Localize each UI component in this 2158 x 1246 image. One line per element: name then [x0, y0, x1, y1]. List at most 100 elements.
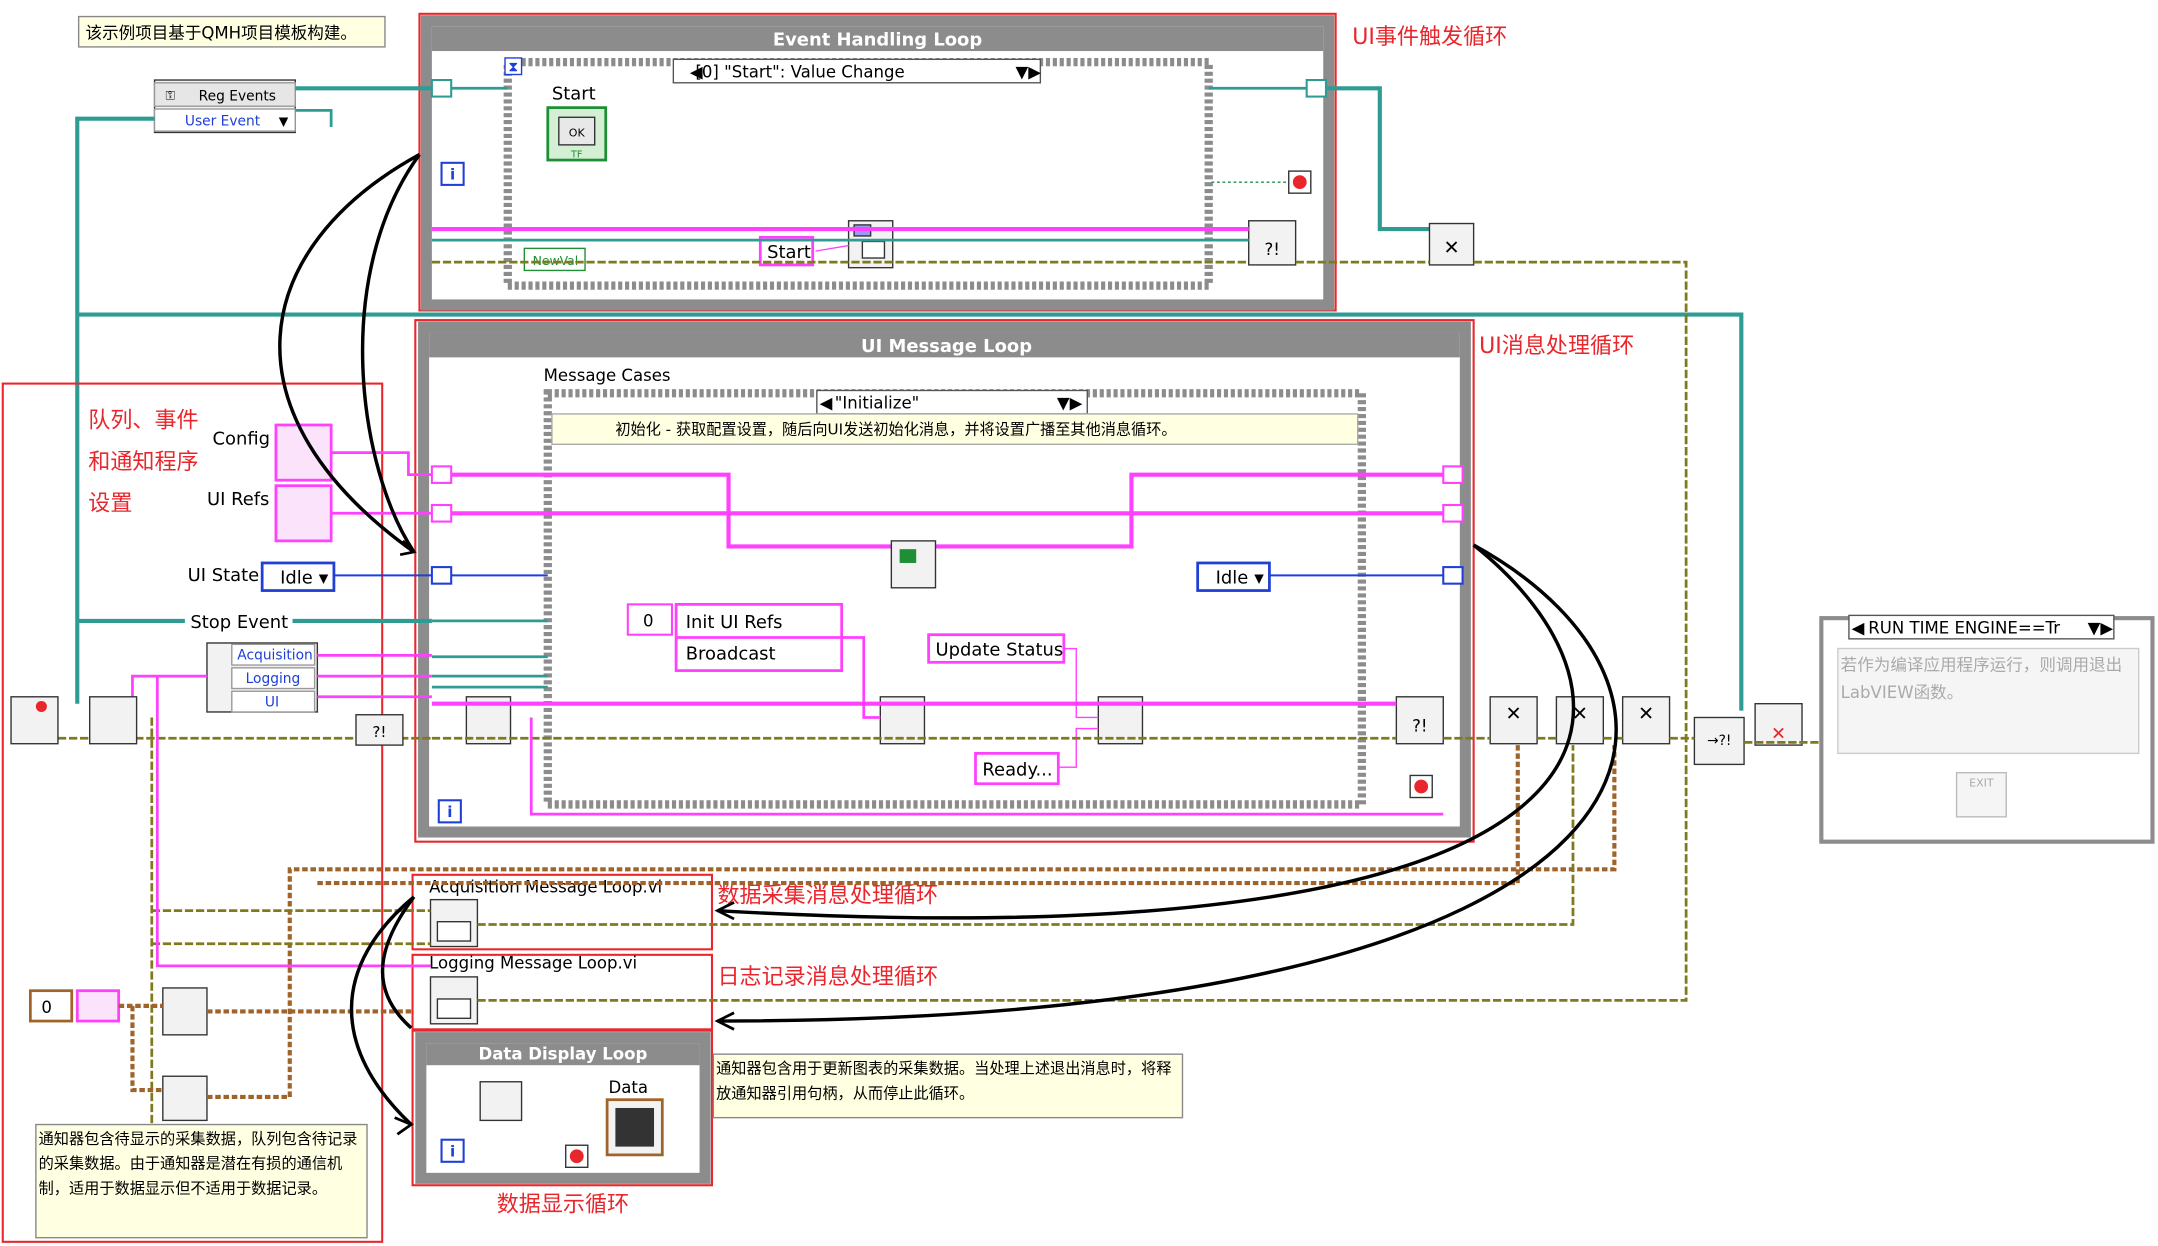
setup-area: 队列、事件 和通知程序 设置 Config UI Refs UI State I… [1, 382, 1617, 1243]
ui-message-loop[interactable]: UI Message Loop Message Cases ◀ "Initial… [414, 319, 1634, 843]
event-case-selector[interactable]: [0] "Start": Value Change [695, 62, 904, 81]
release-queue-node[interactable] [1555, 696, 1605, 745]
destroy-event-node[interactable]: ✕ [1428, 222, 1475, 266]
start-string-const[interactable] [758, 235, 815, 267]
release-notifier-node[interactable] [1621, 696, 1671, 745]
start-string-text: Start [767, 242, 811, 263]
hourglass-icon [504, 57, 523, 76]
svg-text:✕: ✕ [1506, 702, 1522, 725]
arrow-to-data-display [349, 895, 416, 1126]
data-label: Data [608, 1078, 648, 1097]
acquisition-annotation: 数据采集消息处理循环 [717, 883, 938, 908]
notifier-icon[interactable] [162, 1075, 208, 1122]
notifier-comment: 通知器包含用于更新图表的采集数据。当处理上述退出消息时，将释放通知器引用句柄，从… [716, 1059, 1172, 1103]
svg-text:→?!: →?! [1707, 733, 1731, 749]
svg-text:▼: ▼ [319, 570, 329, 585]
arrow-event-to-setup [278, 153, 421, 554]
svg-text:?!: ?! [372, 723, 386, 741]
event-handling-loop[interactable]: Event Handling Loop ◀ [0] "Start": Value… [418, 12, 1507, 312]
ok-label: OK [569, 127, 586, 140]
bottom-comment: 通知器包含待显示的采集数据，队列包含待记录的采集数据。由于通知器是潜在有损的通信… [38, 1130, 358, 1198]
runtime-comment: 若作为编译应用程序运行，则调用退出LabVIEW函数。 [1840, 655, 2123, 703]
runtime-selector[interactable]: RUN TIME ENGINE==Tr [1868, 618, 2060, 637]
obtain-queue-node[interactable] [162, 987, 208, 1036]
release-queue-node[interactable] [1489, 696, 1538, 745]
destroy-event-node[interactable] [1754, 703, 1803, 746]
exit-icon[interactable] [1955, 771, 2007, 818]
svg-text:⚿: ⚿ [166, 87, 175, 102]
svg-text:◀: ◀ [820, 393, 833, 412]
setup-annotation-line2: 和通知程序 [88, 450, 198, 475]
message-cases-label: Message Cases [544, 366, 671, 385]
reg-events-node[interactable]: ⚿ Reg Events User Event ▼ [153, 79, 296, 134]
iteration-icon [437, 799, 462, 824]
ui-case-selector[interactable]: "Initialize" [835, 393, 919, 412]
cluster-item-ui: UI [265, 694, 279, 710]
ui-loop-title: UI Message Loop [861, 336, 1032, 357]
acquisition-subvi[interactable]: Acquisition Message Loop.vi 数据采集消息处理循环 [411, 873, 939, 951]
svg-text:▼▶: ▼▶ [1057, 393, 1083, 412]
case-structure [543, 389, 1367, 809]
newval-label: NewVal [533, 253, 579, 268]
logging-annotation: 日志记录消息处理循环 [717, 965, 938, 990]
svg-text:▼▶: ▼▶ [2088, 618, 2114, 637]
cluster-item-acquisition: Acquisition [237, 648, 312, 664]
start-label: Start [552, 83, 596, 104]
svg-text:▼: ▼ [1254, 570, 1264, 585]
tf-label: TF [570, 149, 582, 160]
cluster-item-logging: Logging [246, 671, 301, 687]
data-display-annotation: 数据显示循环 [497, 1192, 629, 1217]
svg-text:?!: ?! [1412, 716, 1427, 735]
idle-right-text: Idle [1216, 568, 1249, 589]
bundle-node[interactable] [890, 540, 937, 589]
data-display-loop[interactable]: Data Display Loop Data i 数据显示循环 [411, 1029, 714, 1218]
queue-icon[interactable] [88, 696, 138, 745]
iteration-icon [440, 161, 465, 186]
svg-text:✕: ✕ [1443, 236, 1459, 259]
merge-errors-node[interactable] [355, 714, 404, 746]
acquisition-label: Acquisition Message Loop.vi [429, 878, 662, 897]
config-label: Config [212, 428, 270, 449]
svg-text:?!: ?! [1264, 240, 1279, 259]
ui-state-label: UI State [188, 565, 260, 586]
update-status-const[interactable] [927, 633, 1066, 664]
svg-text:i: i [447, 803, 452, 821]
idle-left-const[interactable] [260, 561, 336, 592]
svg-text:✕: ✕ [1572, 702, 1588, 725]
ui-refs-subvi[interactable] [274, 484, 333, 543]
runtime-case-structure[interactable]: ◀ RUN TIME ENGINE==Tr ▼▶ 若作为编译应用程序运行，则调用… [1819, 614, 2155, 844]
array-item-broadcast: Broadcast [686, 644, 776, 665]
idle-right-const[interactable] [1196, 561, 1271, 592]
iteration-icon [440, 1138, 465, 1163]
event-icon[interactable] [10, 696, 59, 745]
error-handler-node[interactable] [1248, 220, 1297, 266]
svg-text:▼: ▼ [279, 114, 289, 129]
start-button-terminal[interactable] [546, 106, 608, 162]
top-note-text: 该示例项目基于QMH项目模板构建。 [86, 24, 357, 43]
update-status-text: Update Status [936, 639, 1064, 660]
ui-loop-annotation: UI消息处理循环 [1479, 334, 1634, 359]
error-handler-node[interactable] [1395, 696, 1444, 745]
data-display-highlight [411, 1029, 714, 1187]
ui-loop-highlight [414, 319, 1475, 843]
array-index[interactable] [626, 603, 673, 636]
event-loop-title: Event Handling Loop [773, 30, 982, 51]
svg-text:i: i [450, 1142, 455, 1160]
numeric-zero: 0 [41, 998, 52, 1017]
idle-left-text: Idle [280, 568, 313, 589]
logging-subvi[interactable]: Logging Message Loop.vi 日志记录消息处理循环 [411, 954, 939, 1031]
setup-annotation-line3: 设置 [88, 492, 132, 517]
numeric-const[interactable] [28, 989, 74, 1023]
bottom-comment-box [35, 1123, 368, 1239]
svg-text:⧗: ⧗ [508, 60, 518, 76]
event-loop-annotation: UI事件触发循环 [1352, 25, 1507, 50]
ready-text: Ready... [982, 759, 1052, 780]
svg-text:◀: ◀ [1852, 618, 1865, 637]
exit-label: EXIT [1969, 776, 1994, 789]
data-display-title: Data Display Loop [479, 1045, 648, 1064]
svg-text:✕: ✕ [1638, 702, 1654, 725]
ready-const[interactable] [974, 751, 1060, 786]
ui-refs-label: UI Refs [207, 489, 269, 510]
